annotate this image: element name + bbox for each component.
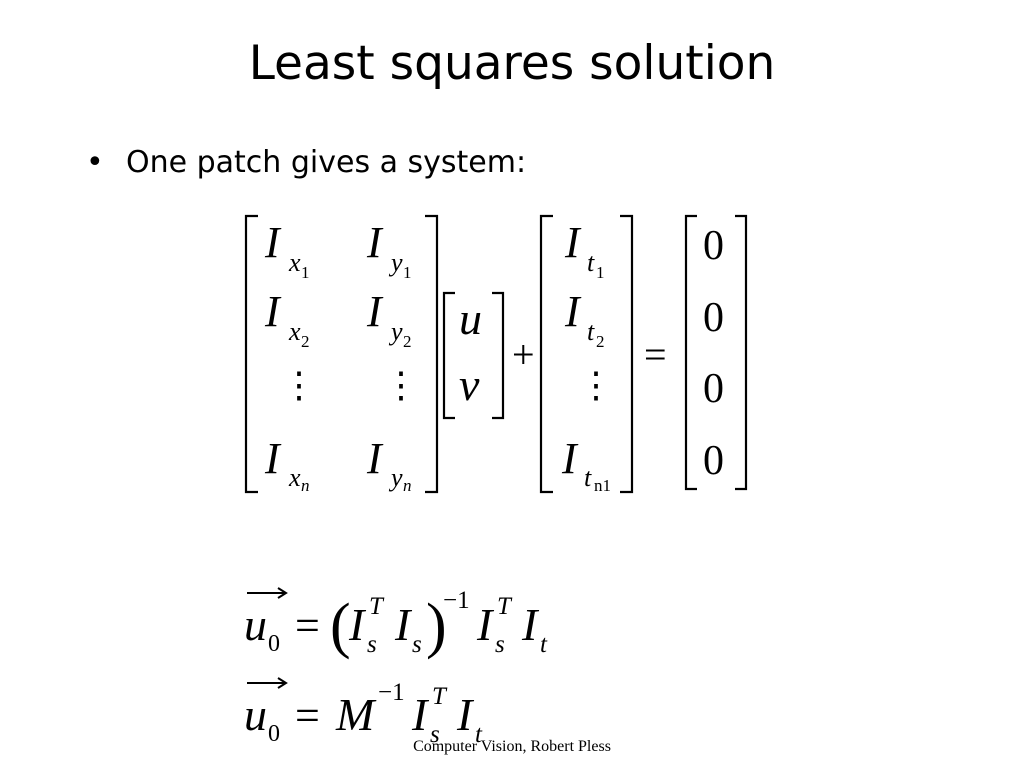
- it-symbol: I: [521, 599, 540, 650]
- s-subscript: s: [412, 631, 422, 658]
- temporal-vector-close-bracket: [620, 214, 634, 494]
- s-subscript: s: [495, 631, 505, 658]
- it-symbol: I: [456, 689, 475, 740]
- temporal-row-n: I t n1: [561, 434, 611, 495]
- zero-vector-close-bracket: [735, 214, 748, 491]
- plus-sign: +: [512, 332, 535, 377]
- iy-index: n: [403, 476, 412, 495]
- u-symbol: u: [244, 689, 267, 740]
- it-symbol: I: [564, 287, 582, 336]
- formula-pseudoinverse: u 0 = ( I s T I s ) −1 I s T I t: [244, 587, 548, 660]
- ix-subscript: x: [288, 317, 301, 346]
- iy-symbol: I: [366, 287, 384, 336]
- t-subscript: t: [475, 721, 483, 748]
- temporal-row-1: I t 1: [564, 218, 605, 282]
- it-index: n1: [594, 476, 611, 495]
- ix-subscript: x: [288, 463, 301, 492]
- bullet-text: One patch gives a system:: [126, 145, 527, 180]
- inverse-superscript: −1: [443, 587, 470, 614]
- iy-subscript: y: [388, 317, 403, 346]
- inverse-superscript: −1: [378, 679, 405, 706]
- matrix-row-n: I x n I y n: [264, 434, 412, 495]
- right-paren: ): [426, 592, 447, 660]
- ix-symbol: I: [264, 218, 282, 267]
- temporal-row-2: I t 2: [564, 287, 605, 351]
- matrix-row-1: I x 1 I y 1: [264, 218, 412, 282]
- iy-symbol: I: [366, 434, 384, 483]
- ix-index: n: [301, 476, 310, 495]
- zero-vector-open-bracket: [684, 214, 697, 491]
- s-subscript: s: [367, 631, 377, 658]
- ix-index: 1: [301, 263, 310, 282]
- temporal-vdots: ⋮: [578, 365, 614, 405]
- velocity-vector-open-bracket: [442, 291, 455, 420]
- it-index: 2: [596, 332, 605, 351]
- matrix-vdots-col1: ⋮: [281, 365, 317, 405]
- transpose-superscript: T: [497, 593, 513, 620]
- iy-subscript: y: [388, 248, 403, 277]
- ix-symbol: I: [264, 287, 282, 336]
- transpose-superscript: T: [369, 593, 385, 620]
- it-symbol: I: [561, 434, 579, 483]
- equals-sign: =: [295, 601, 320, 650]
- s-subscript: s: [430, 721, 440, 748]
- left-matrix-open-bracket: [244, 214, 258, 494]
- ix-symbol: I: [264, 434, 282, 483]
- it-index: 1: [596, 263, 605, 282]
- ix-subscript: x: [288, 248, 301, 277]
- is-symbol: I: [476, 599, 495, 650]
- left-matrix-close-bracket: [425, 214, 439, 494]
- velocity-u: u: [459, 293, 482, 344]
- u-subscript: 0: [268, 721, 280, 747]
- t-subscript: t: [540, 631, 548, 658]
- equals-sign: =: [644, 332, 667, 377]
- is-symbol: I: [394, 599, 413, 650]
- equals-sign: =: [295, 691, 320, 740]
- iy-index: 1: [403, 263, 412, 282]
- is-symbol: I: [411, 689, 430, 740]
- it-symbol: I: [564, 218, 582, 267]
- bullet-dot: •: [86, 145, 104, 180]
- matrix-vdots-col2: ⋮: [383, 365, 419, 405]
- zero-entry: 0: [703, 438, 724, 484]
- zero-entry: 0: [703, 295, 724, 341]
- zero-entry: 0: [703, 223, 724, 269]
- u-subscript: 0: [268, 631, 280, 657]
- slide-footer: Computer Vision, Robert Pless: [413, 738, 611, 755]
- matrix-row-2: I x 2 I y 2: [264, 287, 412, 351]
- it-subscript: t: [584, 463, 592, 492]
- iy-subscript: y: [388, 463, 403, 492]
- temporal-vector-open-bracket: [539, 214, 553, 494]
- transpose-superscript: T: [432, 683, 448, 710]
- vector-arrow-head: [277, 587, 288, 599]
- left-paren: (: [330, 592, 351, 660]
- iy-index: 2: [403, 332, 412, 351]
- it-subscript: t: [587, 317, 595, 346]
- is-symbol: I: [348, 599, 367, 650]
- vector-arrow-head: [277, 677, 288, 689]
- slide-title: Least squares solution: [248, 36, 776, 91]
- zero-entry: 0: [703, 366, 724, 412]
- iy-symbol: I: [366, 218, 384, 267]
- velocity-v: v: [459, 359, 480, 410]
- it-subscript: t: [587, 248, 595, 277]
- velocity-vector-close-bracket: [492, 291, 505, 420]
- bullet-item: • One patch gives a system:: [86, 143, 526, 183]
- ix-index: 2: [301, 332, 310, 351]
- m-symbol: M: [335, 689, 377, 740]
- u-symbol: u: [244, 599, 267, 650]
- formula-m-inverse: u 0 = M −1 I s T I t: [244, 677, 483, 748]
